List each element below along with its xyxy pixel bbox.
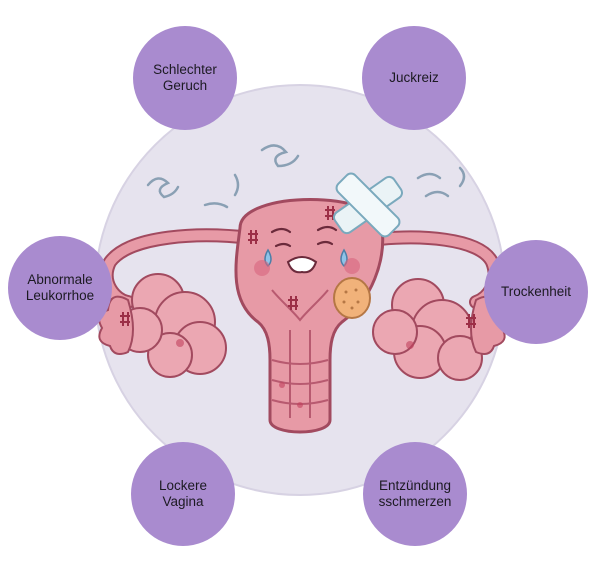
right-ovary	[372, 278, 483, 381]
plaster-icon	[333, 277, 371, 319]
symptom-bubble-abnormal-discharge: Abnormale Leukorrhoe	[8, 236, 112, 340]
symptom-bubble-loose-vagina: Lockere Vagina	[131, 442, 235, 546]
left-ovary	[117, 273, 227, 378]
symptom-label: Abnormale Leukorrhoe	[25, 272, 95, 303]
symptom-label: Juckreiz	[389, 70, 439, 85]
symptom-label: Entzündung sschmerzen	[378, 478, 452, 509]
symptom-bubble-bad-odor: Schlechter Geruch	[133, 26, 237, 130]
symptom-bubble-itching: Juckreiz	[362, 26, 466, 130]
face	[270, 225, 338, 248]
symptom-label: Lockere Vagina	[158, 478, 208, 509]
symptom-label: Schlechter Geruch	[153, 62, 217, 93]
symptom-bubble-inflammation-pain: Entzündung sschmerzen	[363, 442, 467, 546]
symptom-bubble-dryness: Trockenheit	[484, 240, 588, 344]
symptom-label: Trockenheit	[500, 284, 572, 299]
mouth	[286, 256, 318, 274]
bandage-icon	[332, 172, 404, 238]
stress-scribbles-icon	[146, 144, 466, 209]
